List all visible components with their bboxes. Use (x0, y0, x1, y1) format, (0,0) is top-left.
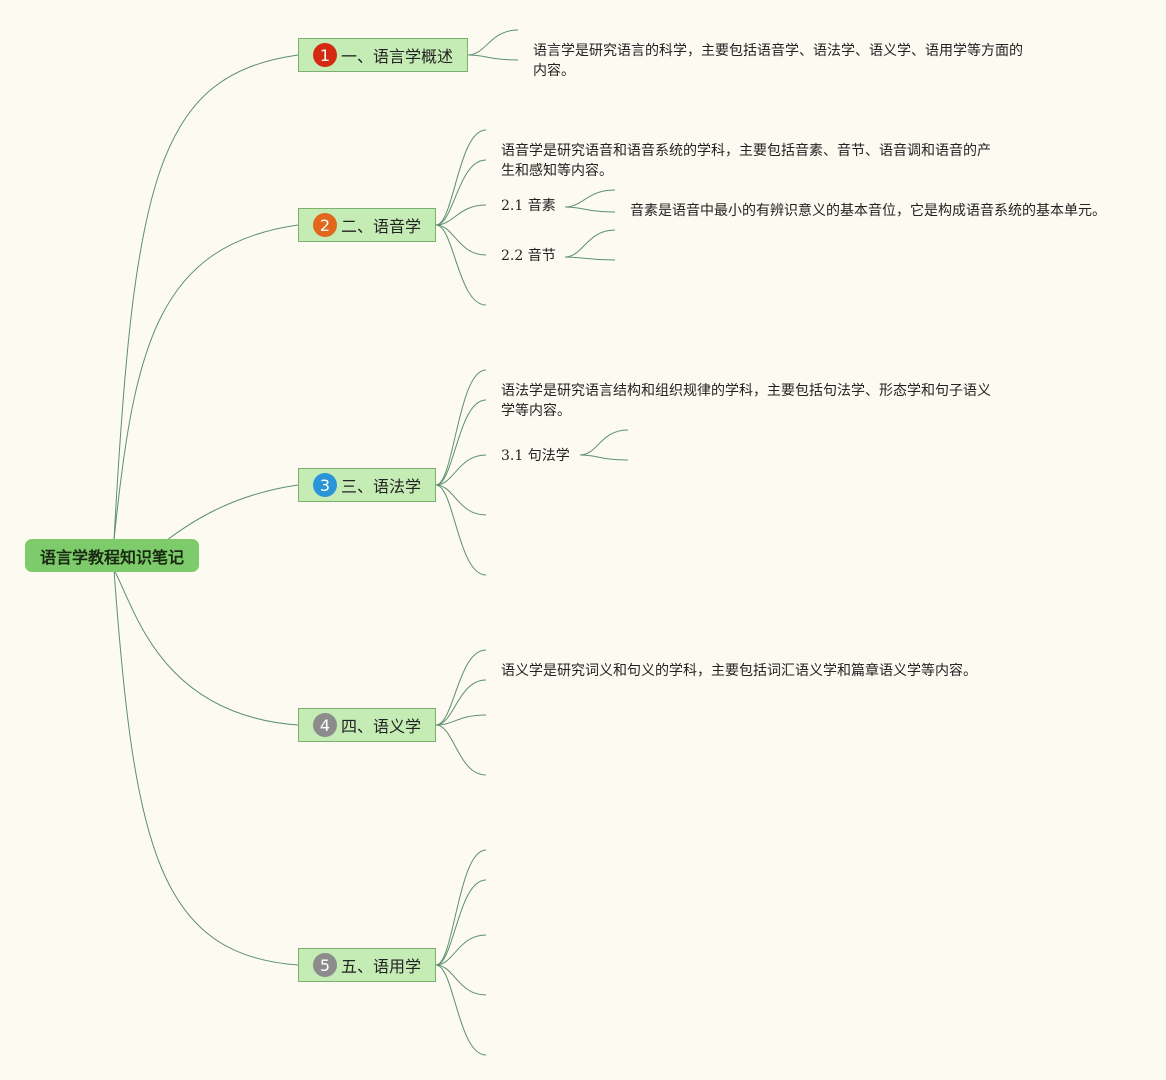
phonetics-branch (435, 224, 487, 306)
root-connector (113, 224, 299, 541)
topic-grammar[interactable]: 3 三、语法学 (298, 468, 436, 502)
note-grammar[interactable]: 语法学是研究语言结构和组织规律的学科，主要包括句法学、形态学和句子语义 学等内容… (501, 381, 991, 421)
topic-phonetics[interactable]: 2 二、语音学 (298, 208, 436, 242)
root-connector (113, 569, 299, 726)
pragmatics-branch (435, 964, 487, 996)
semantics-branch (435, 679, 487, 726)
phoneme-branch (564, 206, 616, 213)
note-phoneme[interactable]: 音素是语音中最小的有辨识意义的基本音位，它是构成语音系统的基本单元。 (630, 203, 1106, 219)
grammar-branch (435, 484, 487, 576)
note-overview[interactable]: 语言学是研究语言的科学，主要包括语音学、语法学、语义学、语用学等方面的 内容。 (533, 41, 1023, 81)
subtopic-phoneme[interactable]: 2.1 音素 (501, 198, 556, 214)
grammar-branch (435, 454, 487, 486)
note-grammar-line: 语法学是研究语言结构和组织规律的学科，主要包括句法学、形态学和句子语义 (501, 383, 991, 399)
root-topic-label: 语言学教程知识笔记 (39, 547, 184, 567)
semantics-branch (435, 649, 487, 726)
note-overview-line: 内容。 (533, 63, 575, 79)
priority-3-icon: 3 (313, 473, 337, 497)
note-grammar-line: 学等内容。 (501, 403, 571, 419)
topic-semantics-label: 四、语义学 (341, 717, 422, 736)
overview-branch (467, 29, 519, 56)
syntax-branch (579, 454, 629, 461)
note-phonetics-line: 生和感知等内容。 (501, 163, 613, 179)
pragmatics-branch (435, 964, 487, 1056)
topic-overview-label: 一、语言学概述 (341, 47, 454, 66)
note-semantics[interactable]: 语义学是研究词义和句义的学科，主要包括词汇语义学和篇章语义学等内容。 (501, 663, 977, 679)
phonetics-branch (435, 224, 487, 256)
pragmatics-branch (435, 849, 487, 966)
topic-phonetics-label: 二、语音学 (341, 217, 422, 236)
note-phonetics[interactable]: 语音学是研究语音和语音系统的学科，主要包括音素、音节、语音调和语音的产 生和感知… (501, 141, 991, 181)
root-connector (113, 54, 299, 541)
priority-4-icon: 4 (313, 713, 337, 737)
phonetics-branch (435, 204, 487, 226)
grammar-branch (435, 399, 487, 486)
overview-branch (467, 54, 519, 61)
priority-1-icon: 1 (313, 43, 337, 67)
semantics-branch (435, 724, 487, 776)
topic-semantics[interactable]: 4 四、语义学 (298, 708, 436, 742)
pragmatics-branch (435, 934, 487, 966)
topic-pragmatics-label: 五、语用学 (341, 957, 422, 976)
note-phonetics-line: 语音学是研究语音和语音系统的学科，主要包括音素、音节、语音调和语音的产 (501, 143, 991, 159)
phonetics-branch (435, 159, 487, 226)
root-topic[interactable]: 语言学教程知识笔记 (25, 539, 199, 572)
syllable-branch (564, 229, 616, 258)
note-overview-line: 语言学是研究语言的科学，主要包括语音学、语法学、语义学、语用学等方面的 (533, 43, 1023, 59)
phonetics-branch (435, 129, 487, 226)
grammar-branch (435, 369, 487, 486)
priority-5-icon: 5 (313, 953, 337, 977)
grammar-branch (435, 484, 487, 516)
topic-grammar-label: 三、语法学 (341, 477, 422, 496)
root-connector (113, 569, 299, 966)
phoneme-branch (564, 189, 616, 208)
pragmatics-branch (435, 879, 487, 966)
topic-overview[interactable]: 1 一、语言学概述 (298, 38, 468, 72)
subtopic-syntax[interactable]: 3.1 句法学 (501, 448, 570, 464)
topic-pragmatics[interactable]: 5 五、语用学 (298, 948, 436, 982)
syntax-branch (579, 429, 629, 456)
semantics-branch (435, 714, 487, 726)
subtopic-syllable[interactable]: 2.2 音节 (501, 248, 556, 264)
syllable-branch (564, 256, 616, 261)
priority-2-icon: 2 (313, 213, 337, 237)
